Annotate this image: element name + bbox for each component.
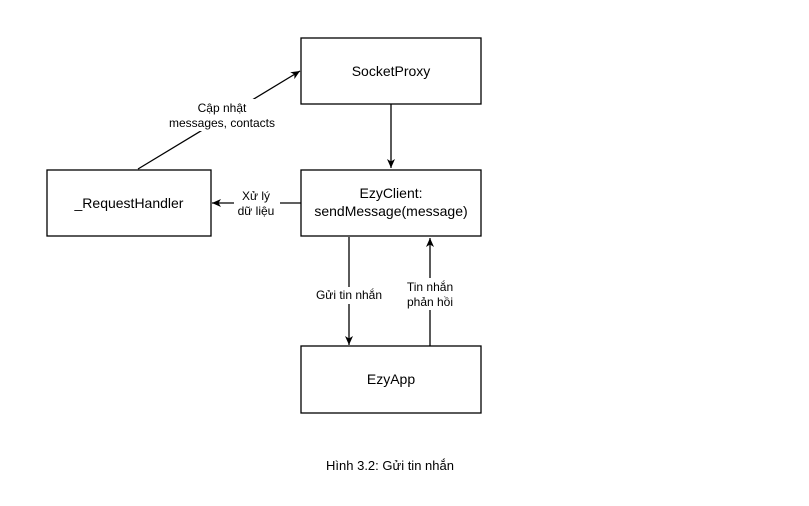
node-socketproxy: SocketProxy bbox=[300, 37, 482, 105]
edge-label-send-text: Gửi tin nhắn bbox=[316, 287, 382, 302]
edge-label-send: Gửi tin nhắn bbox=[311, 287, 387, 304]
edge-label-process-line1: Xử lý bbox=[242, 189, 270, 203]
edge-label-reply: Tin nhắn phản hồi bbox=[402, 278, 460, 310]
edge-label-reply-line2: phản hồi bbox=[407, 295, 453, 309]
node-ezyapp-label: EzyApp bbox=[367, 371, 415, 387]
node-requesthandler-label: _RequestHandler bbox=[74, 195, 184, 211]
edge-label-update: Cập nhật messages, contacts bbox=[166, 99, 278, 131]
figure-caption: Hình 3.2: Gửi tin nhắn bbox=[326, 458, 454, 473]
node-ezyclient-label-line1: EzyClient: bbox=[359, 185, 422, 201]
node-requesthandler: _RequestHandler bbox=[46, 169, 212, 237]
edge-label-update-line2: messages, contacts bbox=[169, 116, 275, 130]
edge-label-update-line1: Cập nhật bbox=[198, 101, 247, 115]
edge-label-process: Xử lý dữ liệu bbox=[234, 187, 280, 219]
node-socketproxy-label: SocketProxy bbox=[352, 63, 431, 79]
node-ezyapp: EzyApp bbox=[300, 345, 482, 414]
node-ezyclient-label-line2: sendMessage(message) bbox=[314, 203, 467, 219]
node-ezyclient: EzyClient: sendMessage(message) bbox=[300, 169, 482, 237]
edge-label-process-line2: dữ liệu bbox=[238, 204, 275, 218]
edge-label-reply-line1: Tin nhắn bbox=[407, 279, 453, 294]
